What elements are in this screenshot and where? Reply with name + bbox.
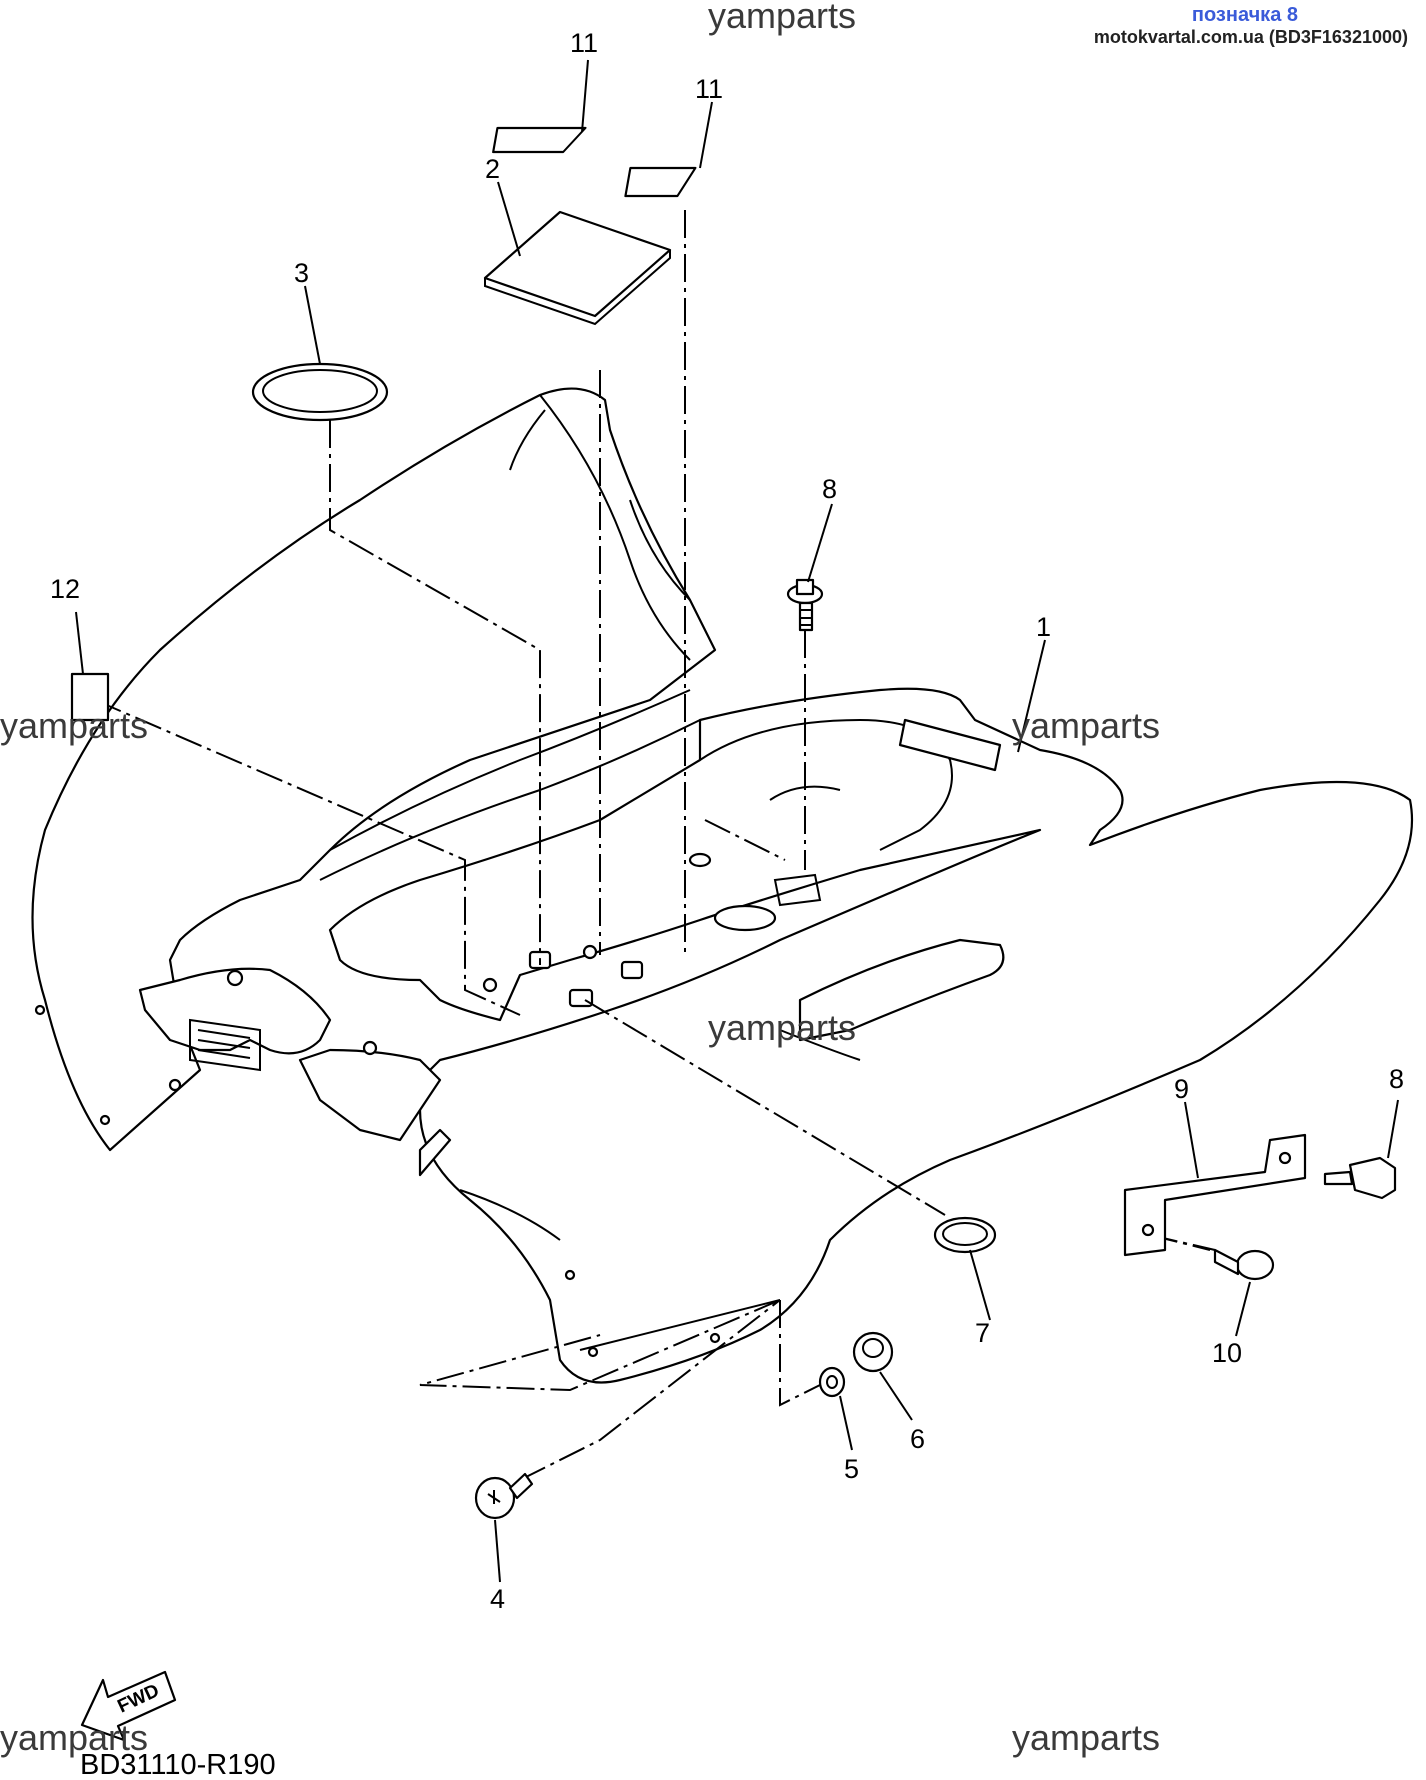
callout-2: 2 <box>485 154 500 184</box>
callout-5: 5 <box>844 1454 859 1484</box>
callout-11b: 11 <box>695 74 723 104</box>
bracket-9 <box>1123 1133 1307 1257</box>
callout-12: 12 <box>50 574 80 604</box>
callout-10: 10 <box>1212 1338 1242 1368</box>
watermark-right: yamparts <box>1012 705 1160 746</box>
page-badge[interactable]: позначка 8 <box>1191 4 1298 26</box>
watermark-center: yamparts <box>708 1007 856 1048</box>
callout-8-side: 8 <box>1389 1064 1404 1094</box>
callout-numbers: 11 11 2 3 8 1 12 9 8 7 10 6 5 4 <box>50 28 1404 1614</box>
body-cowling[interactable] <box>31 387 1414 1384</box>
screw-4 <box>474 1472 534 1520</box>
diagram-code: BD31110-R190 <box>80 1749 276 1780</box>
callout-7: 7 <box>975 1318 990 1348</box>
logo-plate <box>898 718 1002 772</box>
callout-leaders <box>75 59 1399 1583</box>
washer-5 <box>818 1366 846 1398</box>
callout-4: 4 <box>490 1584 505 1614</box>
callout-3: 3 <box>294 258 309 288</box>
callout-8-top: 8 <box>822 474 837 504</box>
header-reference: позначка 8 motokvartal.com.ua (BD3F16321… <box>1094 4 1408 48</box>
leader-lines <box>94 210 1216 1481</box>
watermark-left: yamparts <box>0 705 148 746</box>
pad-11b <box>624 166 697 198</box>
pad-2 <box>483 210 672 318</box>
decal-12 <box>70 672 110 722</box>
hatch-opening <box>798 938 1005 1042</box>
front-shroud <box>31 387 717 1152</box>
watermark-bottom-left: yamparts <box>0 1717 148 1758</box>
bolt-10 <box>1213 1248 1275 1281</box>
bolt-8-top <box>786 578 824 632</box>
bolt-8-side <box>1323 1156 1397 1200</box>
pad-11a <box>492 126 587 154</box>
callout-11a: 11 <box>570 28 598 58</box>
callout-9: 9 <box>1174 1074 1189 1104</box>
grommet-6 <box>852 1331 894 1373</box>
callout-1: 1 <box>1036 612 1051 642</box>
watermark-top: yamparts <box>708 0 856 36</box>
callout-6: 6 <box>910 1424 925 1454</box>
lower-intake <box>138 967 332 1055</box>
watermark-bottom-right: yamparts <box>1012 1717 1160 1758</box>
source-reference: motokvartal.com.ua (BD3F16321000) <box>1093 27 1408 47</box>
watermarks: yamparts yamparts yamparts yamparts yamp… <box>0 0 1160 1758</box>
